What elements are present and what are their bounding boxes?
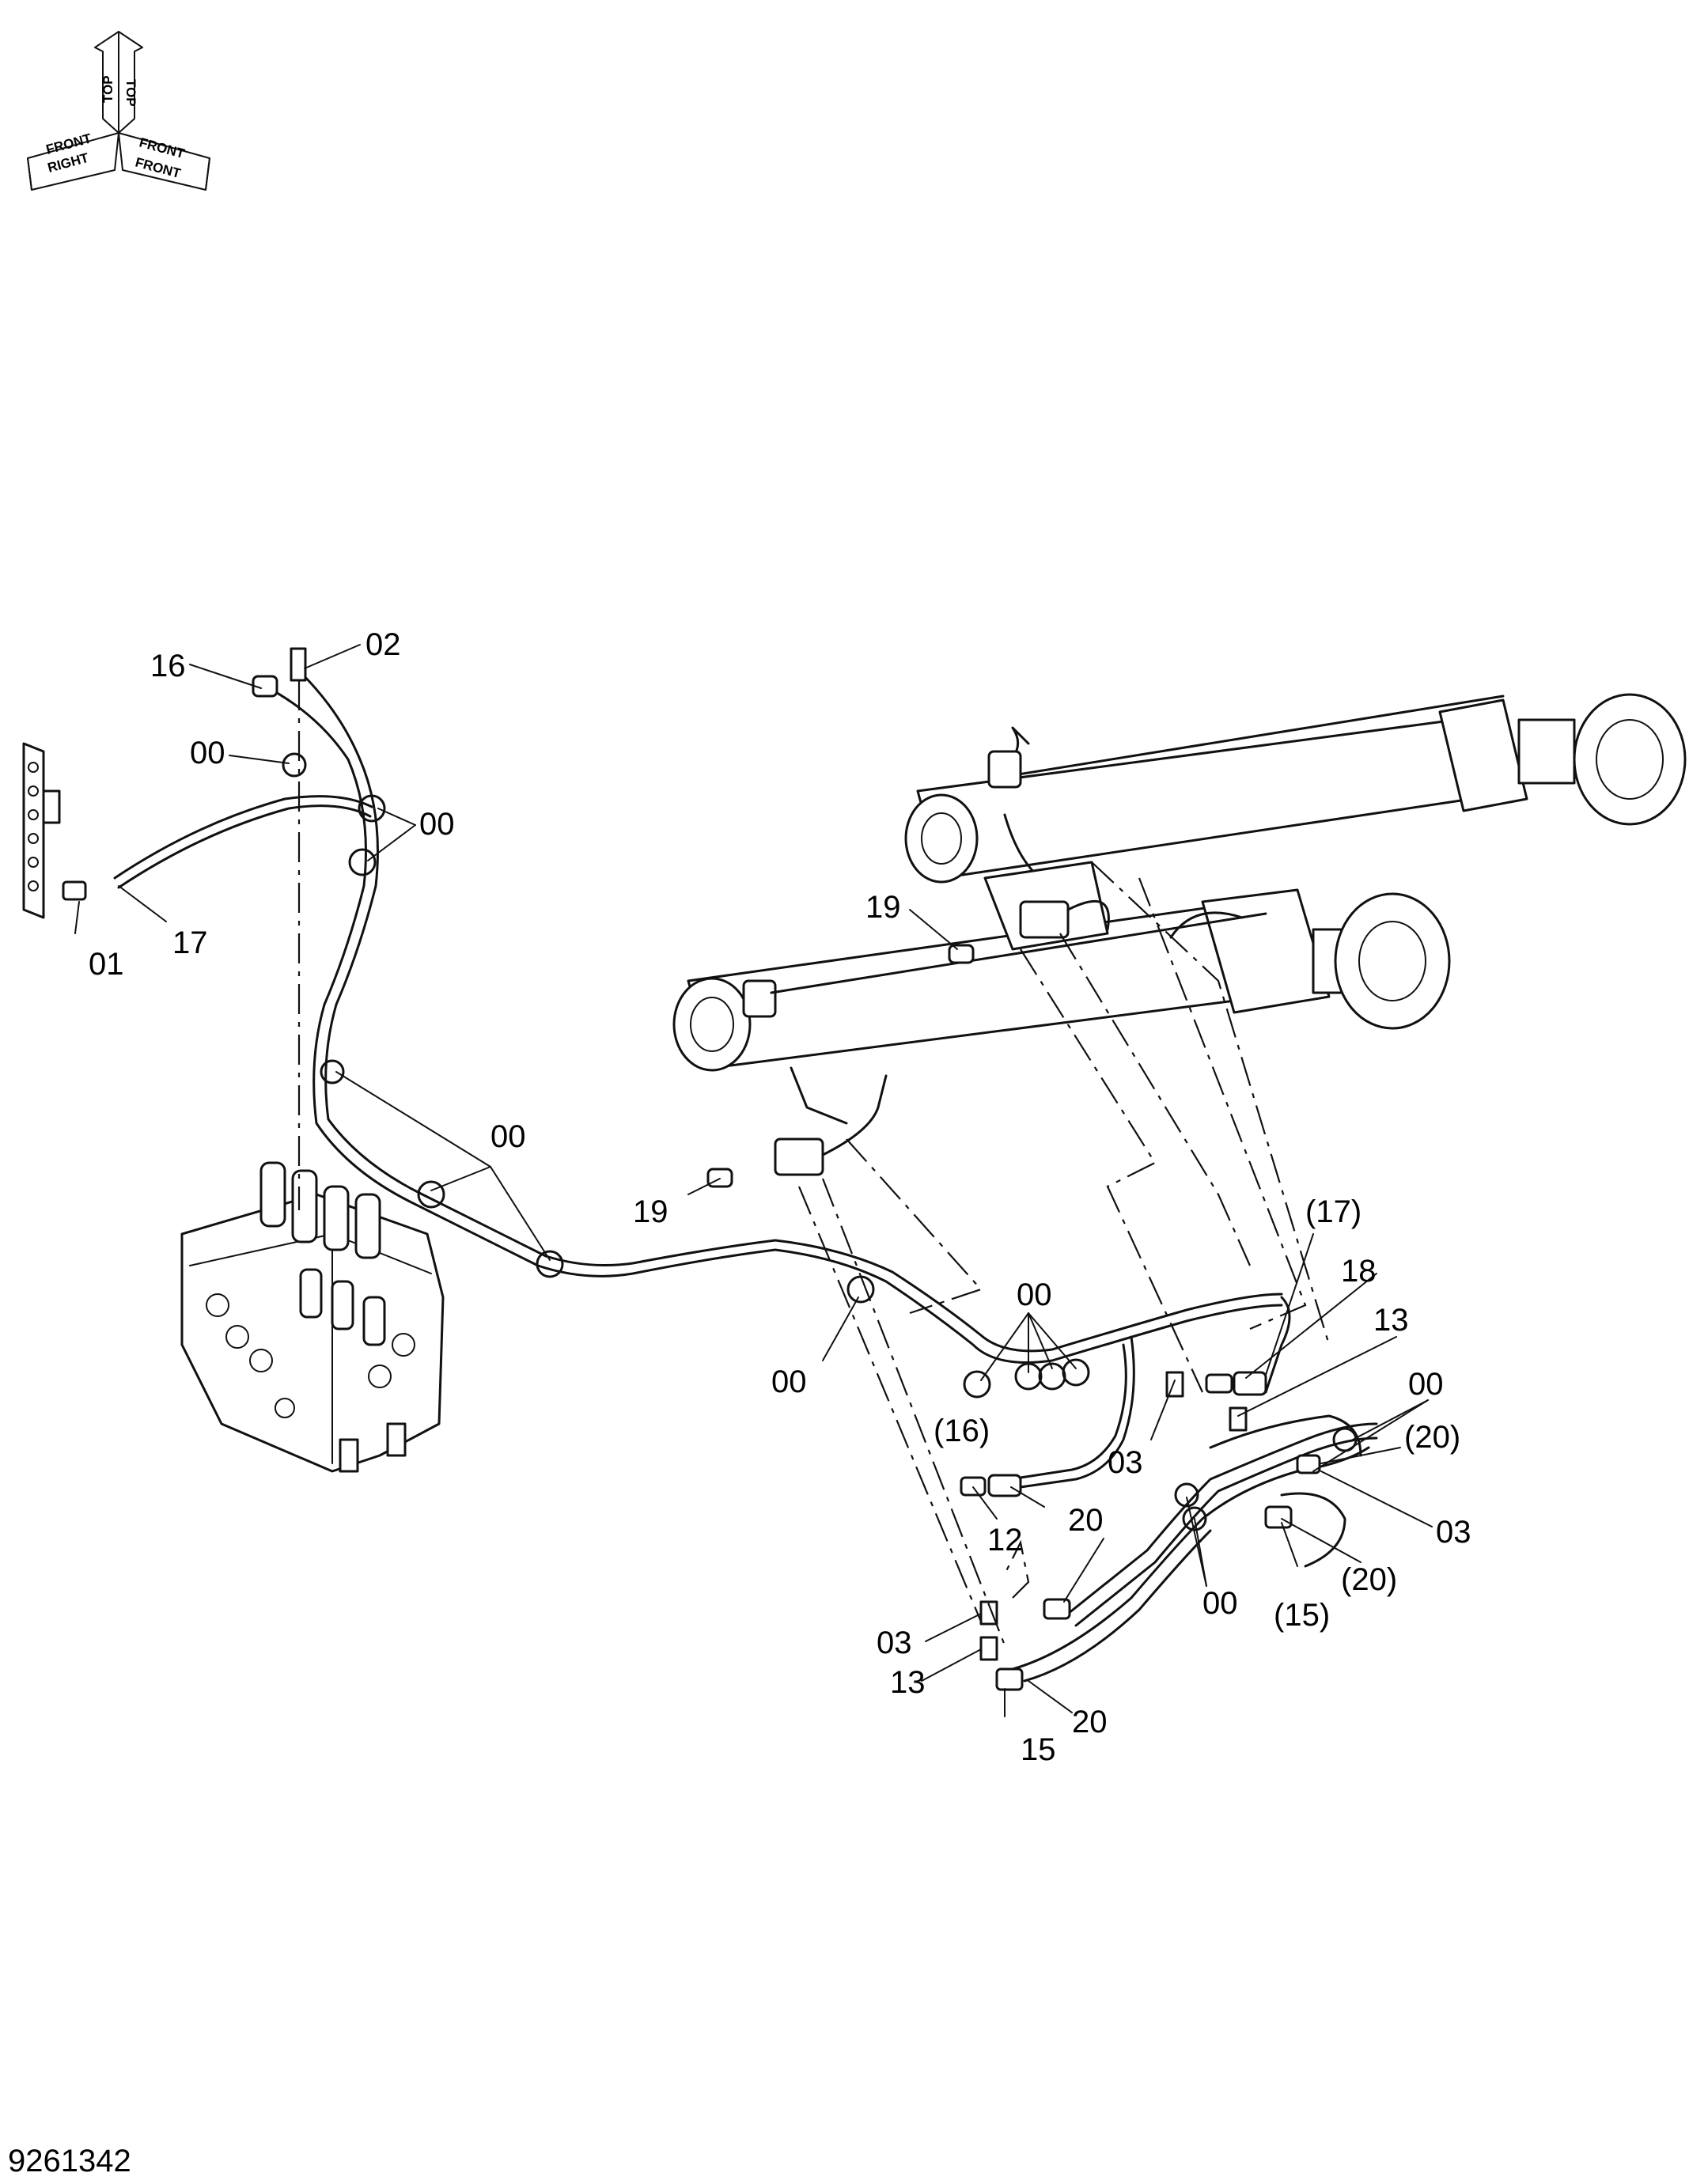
callout-19: 19 — [865, 890, 901, 925]
callout-03: 03 — [1108, 1445, 1143, 1480]
callout-labels: 02 16 00 00 01 17 19 00 19 (17) 00 18 13… — [89, 627, 1471, 1767]
clamp — [536, 1250, 564, 1278]
callout-20-ref: (20) — [1341, 1562, 1397, 1597]
callout-19: 19 — [633, 1194, 668, 1229]
clamp — [1174, 1482, 1199, 1508]
clamp — [963, 1370, 991, 1399]
upper-boom-cylinder — [904, 693, 1687, 888]
alignment-lines — [297, 680, 1331, 1646]
callout-15: 15 — [1021, 1732, 1056, 1767]
callout-12: 12 — [987, 1523, 1023, 1558]
callout-03: 03 — [1436, 1515, 1471, 1550]
fitting-13-b — [979, 1636, 998, 1661]
orientation-top-label: TOP — [100, 75, 116, 103]
fitting-15 — [995, 1667, 1024, 1691]
callout-13: 13 — [890, 1665, 926, 1700]
callout-00: 00 — [419, 807, 455, 842]
callout-20-ref: (20) — [1404, 1420, 1460, 1455]
orientation-top-mirror-label: TOP — [123, 79, 138, 107]
callout-02: 02 — [365, 627, 401, 662]
callout-20: 20 — [1072, 1705, 1108, 1739]
clamp — [320, 1059, 345, 1084]
fitting-01 — [62, 880, 87, 901]
fitting-13-a — [1229, 1406, 1248, 1432]
callout-13: 13 — [1373, 1303, 1409, 1338]
hose-end-20 — [1043, 1598, 1071, 1620]
callout-20: 20 — [1068, 1503, 1104, 1538]
orientation-indicator: TOP TOP FRONT RIGHT FRONT FRONT — [27, 31, 210, 191]
callout-00: 00 — [771, 1365, 807, 1399]
callout-00: 00 — [490, 1119, 526, 1154]
fittings — [252, 647, 1321, 1691]
fitting-18 — [1205, 1373, 1233, 1394]
bracket-plate — [22, 742, 87, 919]
callout-17: 17 — [172, 925, 208, 960]
callout-16: 16 — [150, 649, 186, 683]
drawing-number: 9261342 — [8, 2144, 131, 2178]
callout-00: 00 — [1408, 1367, 1444, 1402]
callout-16-ref: (16) — [934, 1414, 990, 1448]
callout-17-ref: (17) — [1305, 1194, 1361, 1229]
clamp — [348, 848, 377, 876]
clamp — [1062, 1358, 1090, 1387]
callout-03: 03 — [877, 1626, 912, 1660]
callout-00: 00 — [190, 736, 225, 770]
hose-end-16 — [987, 1474, 1022, 1497]
fitting-15-upper — [1264, 1505, 1293, 1529]
fitting-19-upper — [948, 944, 975, 964]
fitting-02 — [290, 647, 307, 682]
fitting-03-b — [1296, 1454, 1321, 1474]
leader-lines — [74, 644, 1433, 1717]
fitting-19-lower — [706, 1168, 733, 1188]
clamp — [358, 794, 386, 823]
upper-cylinder-valve — [983, 861, 1110, 951]
callout-15-ref: (15) — [1274, 1598, 1330, 1633]
lower-boom-cylinder — [672, 888, 1451, 1176]
clamp — [417, 1180, 445, 1209]
callout-00: 00 — [1202, 1586, 1238, 1621]
control-valve — [180, 1161, 445, 1473]
callout-18: 18 — [1341, 1254, 1377, 1289]
clamp — [282, 752, 307, 778]
callout-00: 00 — [1017, 1277, 1052, 1312]
hose-end-17 — [1233, 1371, 1267, 1396]
callout-01: 01 — [89, 947, 124, 982]
hose-lines — [113, 671, 1378, 1682]
